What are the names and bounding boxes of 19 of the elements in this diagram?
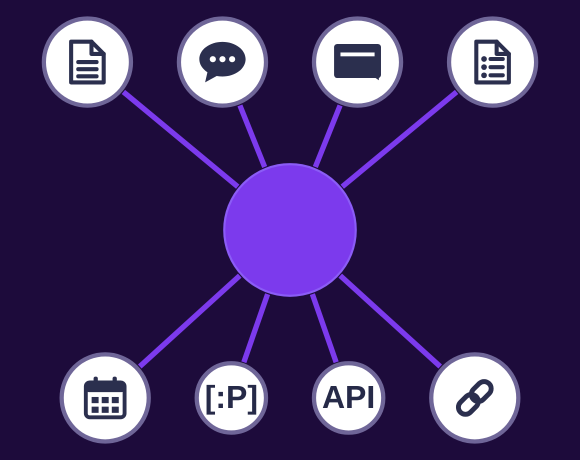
circle-node [429, 352, 520, 444]
connector-line [237, 104, 268, 168]
node-label: API [322, 379, 376, 418]
circle-node [194, 361, 268, 435]
connector-line [138, 274, 242, 368]
circle-node [446, 16, 538, 108]
hub-circle [223, 163, 357, 297]
circle-node [42, 16, 134, 108]
connector-line [310, 293, 339, 364]
circle-node [312, 16, 404, 108]
node-label: [:P] [204, 379, 258, 418]
connector-line [338, 274, 442, 368]
circle-node [312, 361, 386, 435]
connector-line [122, 90, 240, 189]
connector-line [241, 293, 270, 364]
circle-node [176, 16, 268, 108]
connector-line [312, 104, 343, 168]
connector-line [340, 90, 458, 189]
circle-node [60, 352, 151, 444]
